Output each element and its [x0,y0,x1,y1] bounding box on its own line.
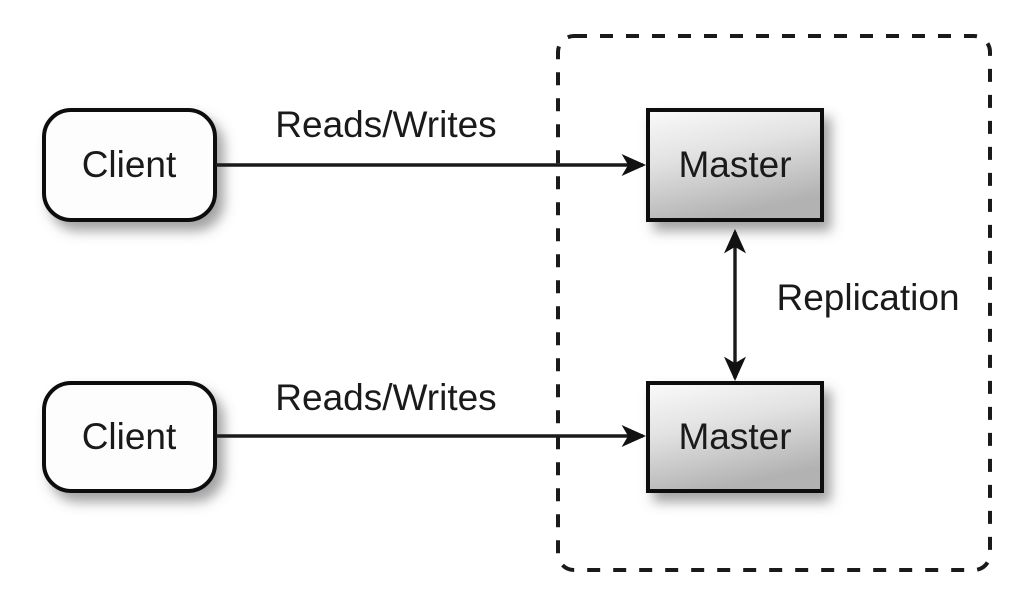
master-node-top[interactable]: Master [646,108,824,222]
master-bottom-shape [646,381,824,493]
client-bottom-label: Client [82,416,177,457]
client-node-top[interactable]: Client [42,108,217,222]
edge-label-reads-writes-bottom: Reads/Writes [275,377,496,418]
master-bottom-label: Master [678,416,791,457]
client-top-label: Client [82,144,177,185]
client-top-shape [42,108,217,222]
client-bottom-shape [42,381,217,493]
master-top-label: Master [678,144,791,185]
replication-cluster-boundary [556,34,992,572]
edge-label-replication: Replication [776,277,959,318]
master-node-bottom[interactable]: Master [646,381,824,493]
client-node-bottom[interactable]: Client [42,381,217,493]
edge-label-reads-writes-top: Reads/Writes [275,104,496,145]
master-top-shape [646,108,824,222]
